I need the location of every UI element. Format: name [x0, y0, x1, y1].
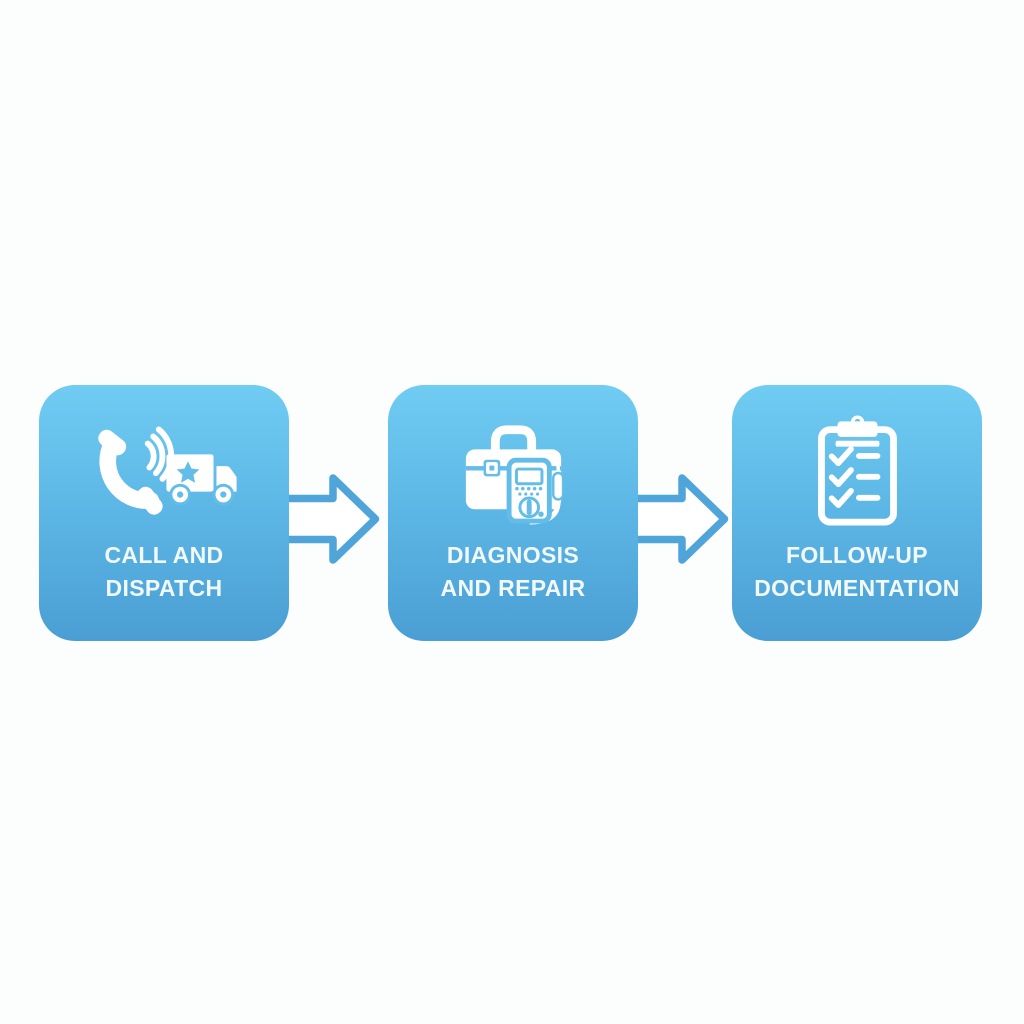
step-label-line1: CALL AND	[104, 542, 224, 568]
step-label-line2: DISPATCH	[105, 575, 223, 601]
right-arrow-icon	[631, 474, 729, 564]
step-card-call-and-dispatch: CALL AND DISPATCH	[39, 385, 289, 641]
toolbox-multimeter-icon	[452, 415, 575, 527]
step-label-line1: DIAGNOSIS	[446, 542, 580, 568]
step-label-line2: AND REPAIR	[440, 575, 586, 601]
clipboard-checklist-icon	[811, 415, 904, 527]
step-label: CALL AND DISPATCH	[104, 539, 223, 605]
step-card-diagnosis-and-repair: DIAGNOSIS AND REPAIR	[388, 385, 638, 641]
step-label: FOLLOW-UP DOCUMENTATION	[754, 539, 960, 605]
right-arrow-icon	[282, 474, 380, 564]
step-label-line2: DOCUMENTATION	[754, 575, 960, 601]
step-label: DIAGNOSIS AND REPAIR	[441, 539, 586, 605]
step-label-line1: FOLLOW-UP	[786, 542, 928, 568]
step-card-follow-up-documentation: FOLLOW-UP DOCUMENTATION	[732, 385, 982, 641]
phone-truck-icon	[88, 415, 240, 527]
